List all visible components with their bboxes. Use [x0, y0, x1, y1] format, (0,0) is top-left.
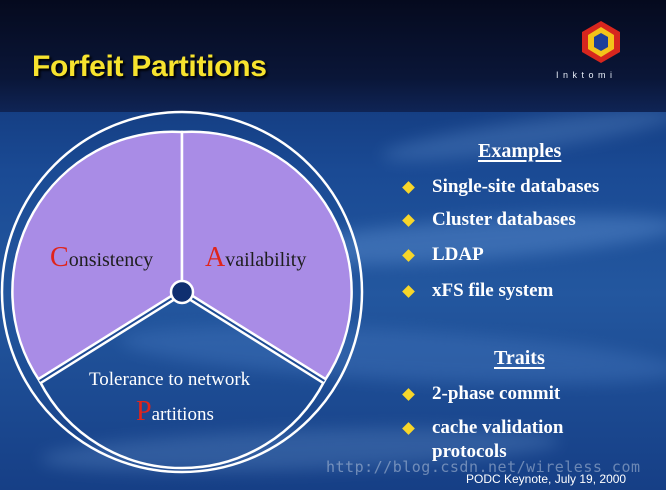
examples-heading: Examples — [478, 140, 562, 162]
initial-a: A — [205, 242, 226, 273]
segment-availability — [180, 130, 353, 383]
center-hub — [169, 279, 195, 305]
watermark: http://blog.csdn.net/wireless_com — [326, 458, 641, 476]
label-tolerance: Tolerance to network — [89, 369, 251, 390]
outer-ring — [0, 110, 364, 474]
cap-diagram: Consistency Availability Tolerance to ne… — [0, 110, 364, 474]
label-availability: Availability — [205, 242, 306, 273]
label-consistency: Consistency — [50, 242, 153, 273]
initial-p: P — [136, 396, 152, 427]
diamond-bullet-icon — [402, 181, 415, 194]
divider-right-inner — [181, 291, 325, 382]
diamond-bullet-icon — [402, 388, 415, 401]
brand-name: Inktomi — [556, 70, 617, 80]
segment-consistency — [11, 130, 184, 383]
slide-title: Forfeit Partitions — [32, 50, 267, 83]
footer-caption: PODC Keynote, July 19, 2000 — [466, 472, 627, 486]
divider-left-inner — [39, 291, 183, 382]
traits-heading: Traits — [494, 347, 545, 369]
initial-c: C — [50, 242, 69, 273]
label-partitions: Partitions — [136, 396, 214, 427]
title-bar: Forfeit Partitions Inktomi — [0, 0, 666, 112]
diamond-bullet-icon — [402, 285, 415, 298]
segment-partitions — [37, 290, 327, 470]
inktomi-logo-icon — [582, 21, 620, 63]
